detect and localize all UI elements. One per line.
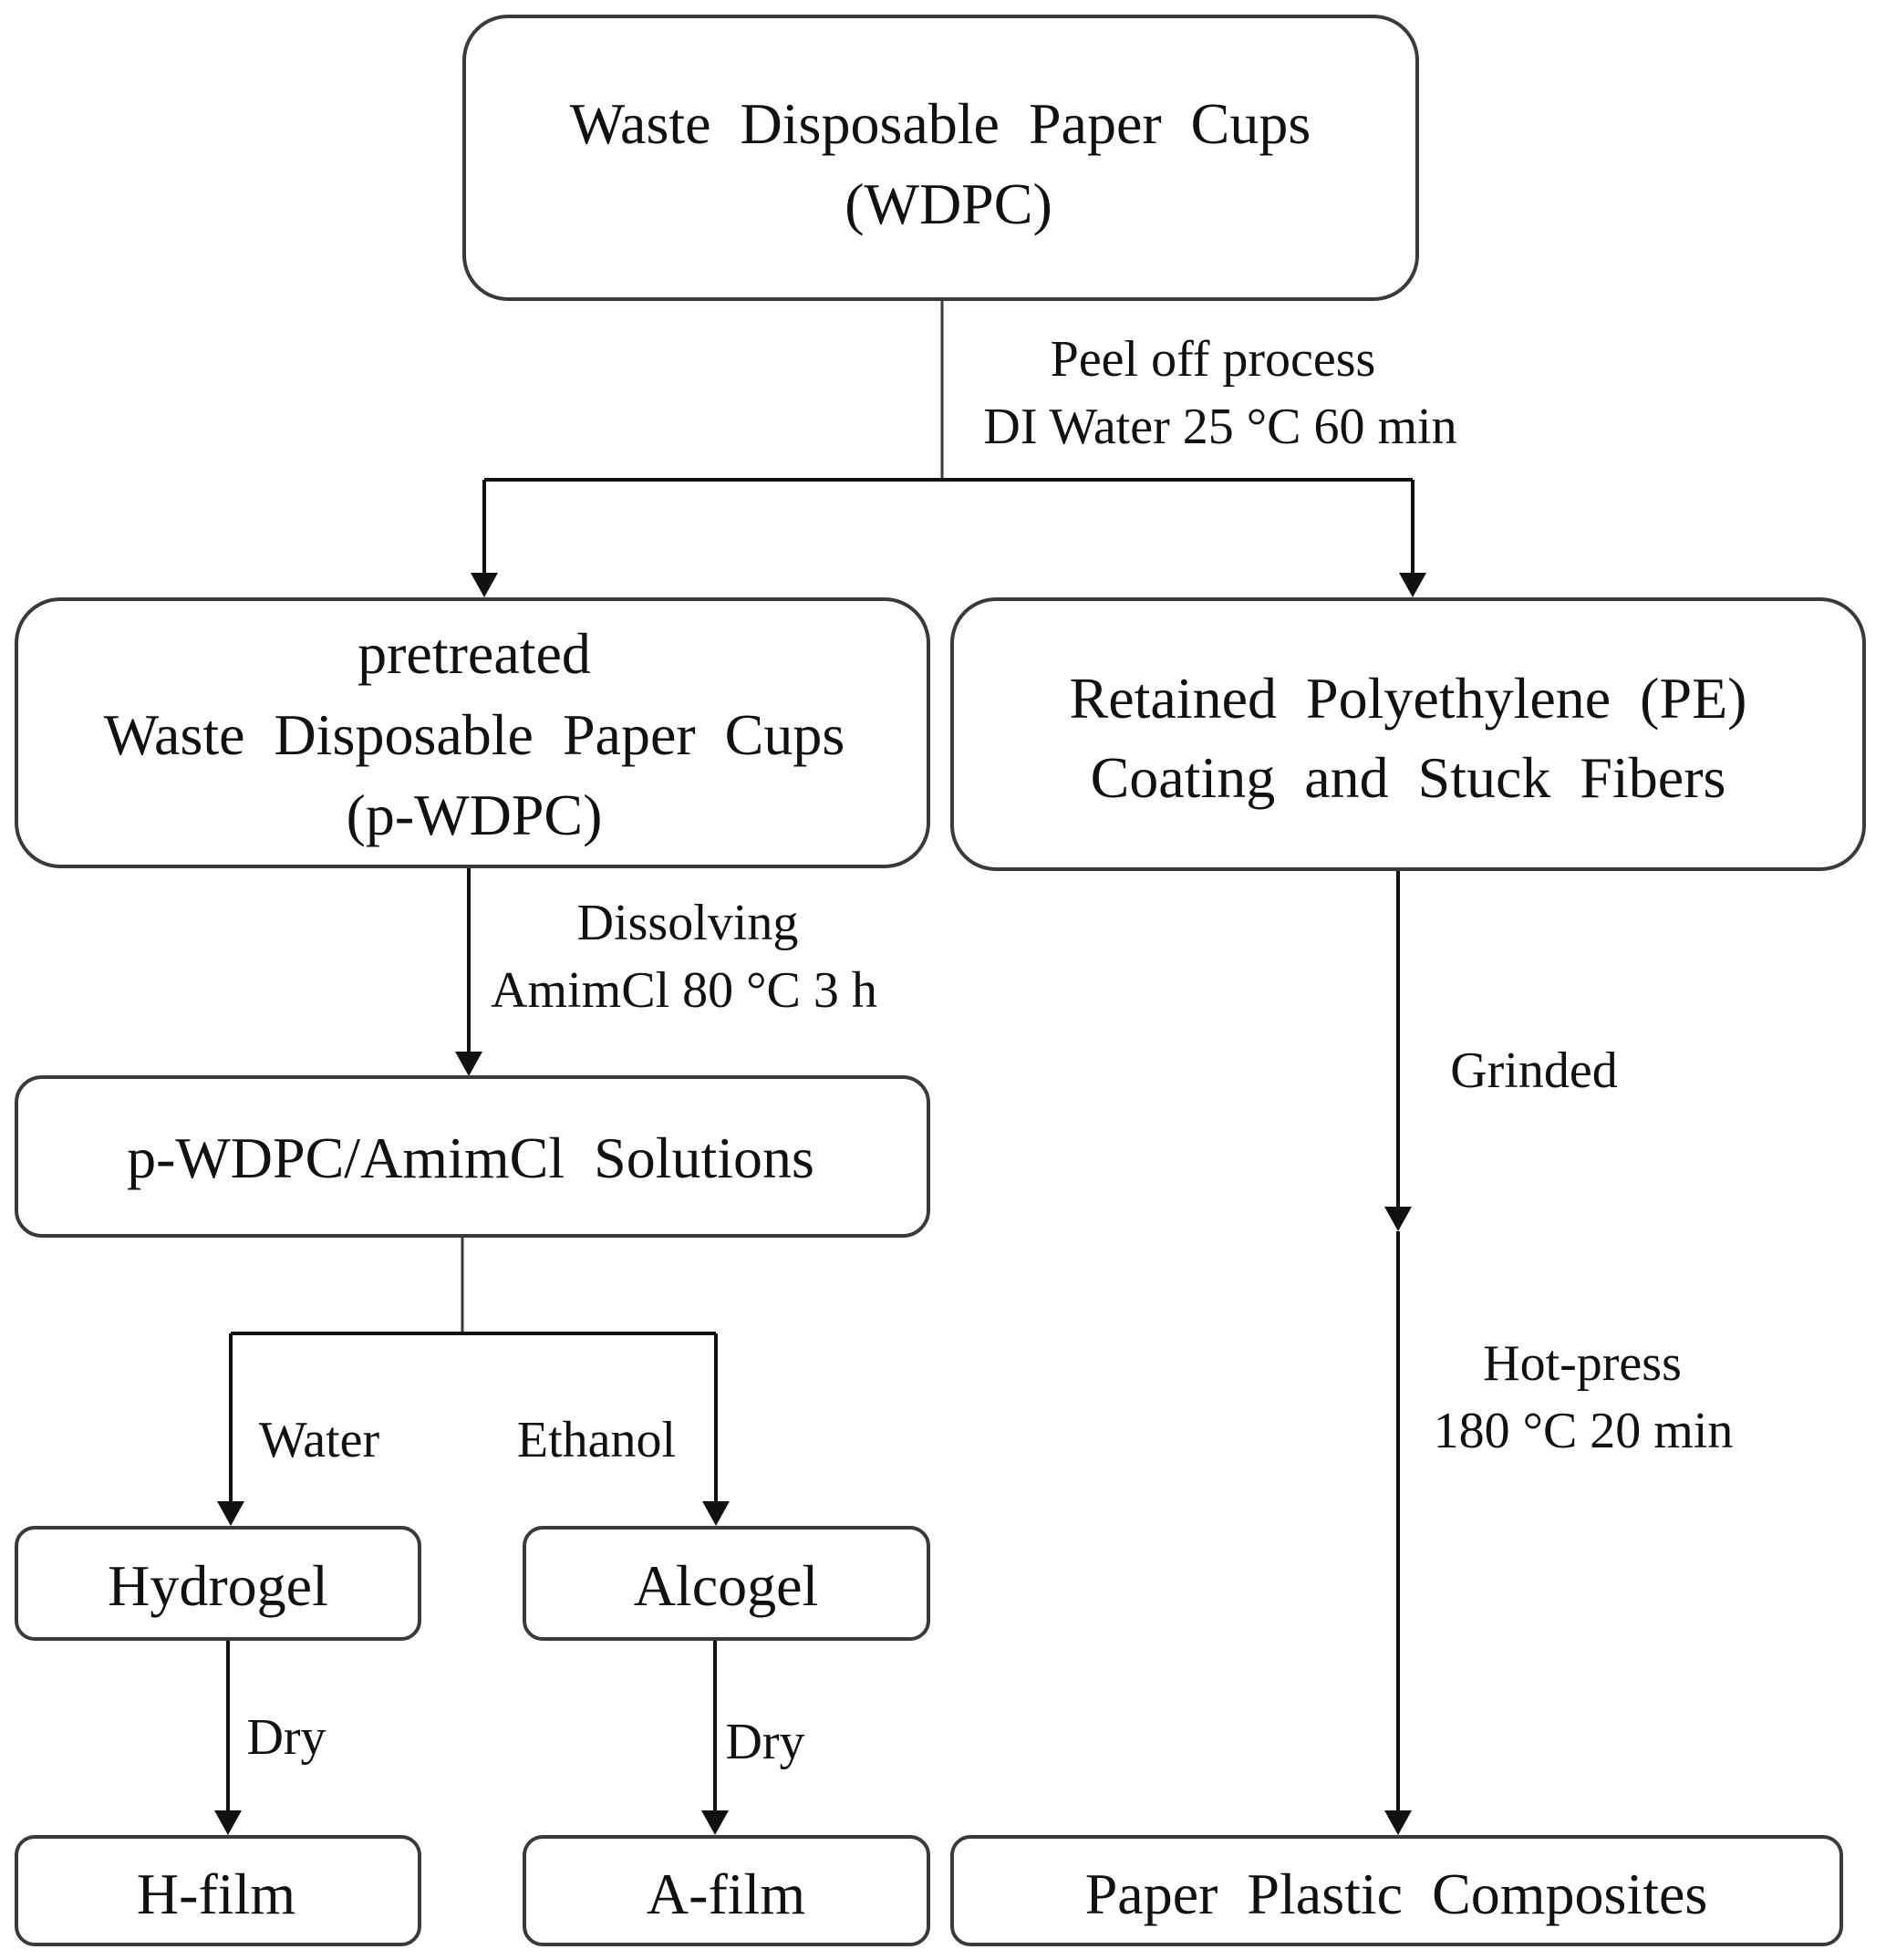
label-dissolve-line1: Dissolving xyxy=(577,895,799,951)
label-water: Water xyxy=(259,1412,380,1468)
arrowhead-to-hydrogel xyxy=(217,1501,244,1526)
node-alcogel-label: Alcogel xyxy=(634,1553,819,1618)
node-hfilm: H-film xyxy=(15,1835,421,1946)
label-peel-line1: Peel off process xyxy=(1051,331,1376,388)
arrowhead-to-pwdpc xyxy=(471,573,498,597)
node-wdpc-line2: (WDPC) xyxy=(845,171,1052,236)
label-grinded: Grinded xyxy=(1450,1042,1618,1099)
label-hotpress-line2: 180 °C 20 min xyxy=(1434,1403,1734,1459)
connectors xyxy=(214,301,1426,1835)
edge-labels: Peel off process DI Water 25 °C 60 min D… xyxy=(246,331,1733,1770)
node-hydrogel-label: Hydrogel xyxy=(108,1553,328,1618)
label-peel-line2: DI Water 25 °C 60 min xyxy=(983,399,1456,455)
arrowhead-to-hfilm xyxy=(214,1810,242,1835)
node-pe: Retained Polyethylene (PE) Coating and S… xyxy=(950,597,1866,871)
node-wdpc: Waste Disposable Paper Cups (WDPC) xyxy=(462,15,1419,301)
arrowhead-to-solutions xyxy=(455,1052,482,1076)
node-pwdpc-line2: Waste Disposable Paper Cups xyxy=(104,702,845,767)
node-pwdpc-line3: (p-WDPC) xyxy=(347,783,603,847)
node-afilm-label: A-film xyxy=(647,1861,805,1926)
node-pwdpc-line1: pretreated xyxy=(358,621,591,686)
node-composites: Paper Plastic Composites xyxy=(950,1835,1843,1946)
node-solutions-label: p-WDPC/AmimCl Solutions xyxy=(127,1125,814,1190)
node-wdpc-line1: Waste Disposable Paper Cups xyxy=(570,91,1311,156)
node-composites-label: Paper Plastic Composites xyxy=(1085,1861,1708,1926)
arrowhead-to-afilm xyxy=(701,1810,729,1835)
arrowhead-to-composites xyxy=(1384,1810,1412,1835)
node-pwdpc: pretreated Waste Disposable Paper Cups (… xyxy=(15,597,930,868)
label-ethanol: Ethanol xyxy=(517,1412,676,1468)
node-alcogel: Alcogel xyxy=(523,1526,930,1641)
label-hotpress-line1: Hot-press xyxy=(1483,1335,1682,1392)
node-pe-line1: Retained Polyethylene (PE) xyxy=(1070,666,1747,731)
label-dissolve-line2: AmimCl 80 °C 3 h xyxy=(491,962,877,1019)
node-pe-line2: Coating and Stuck Fibers xyxy=(1091,745,1726,810)
node-solutions: p-WDPC/AmimCl Solutions xyxy=(15,1075,930,1238)
label-dry-hydrogel: Dry xyxy=(246,1709,326,1766)
node-hfilm-label: H-film xyxy=(137,1861,295,1926)
arrowhead-to-alcogel xyxy=(702,1501,730,1526)
label-dry-alcogel: Dry xyxy=(725,1714,804,1770)
node-hydrogel: Hydrogel xyxy=(15,1526,421,1641)
node-afilm: A-film xyxy=(523,1835,930,1946)
arrowhead-grinded xyxy=(1384,1207,1412,1231)
arrowhead-to-pe xyxy=(1399,573,1426,597)
